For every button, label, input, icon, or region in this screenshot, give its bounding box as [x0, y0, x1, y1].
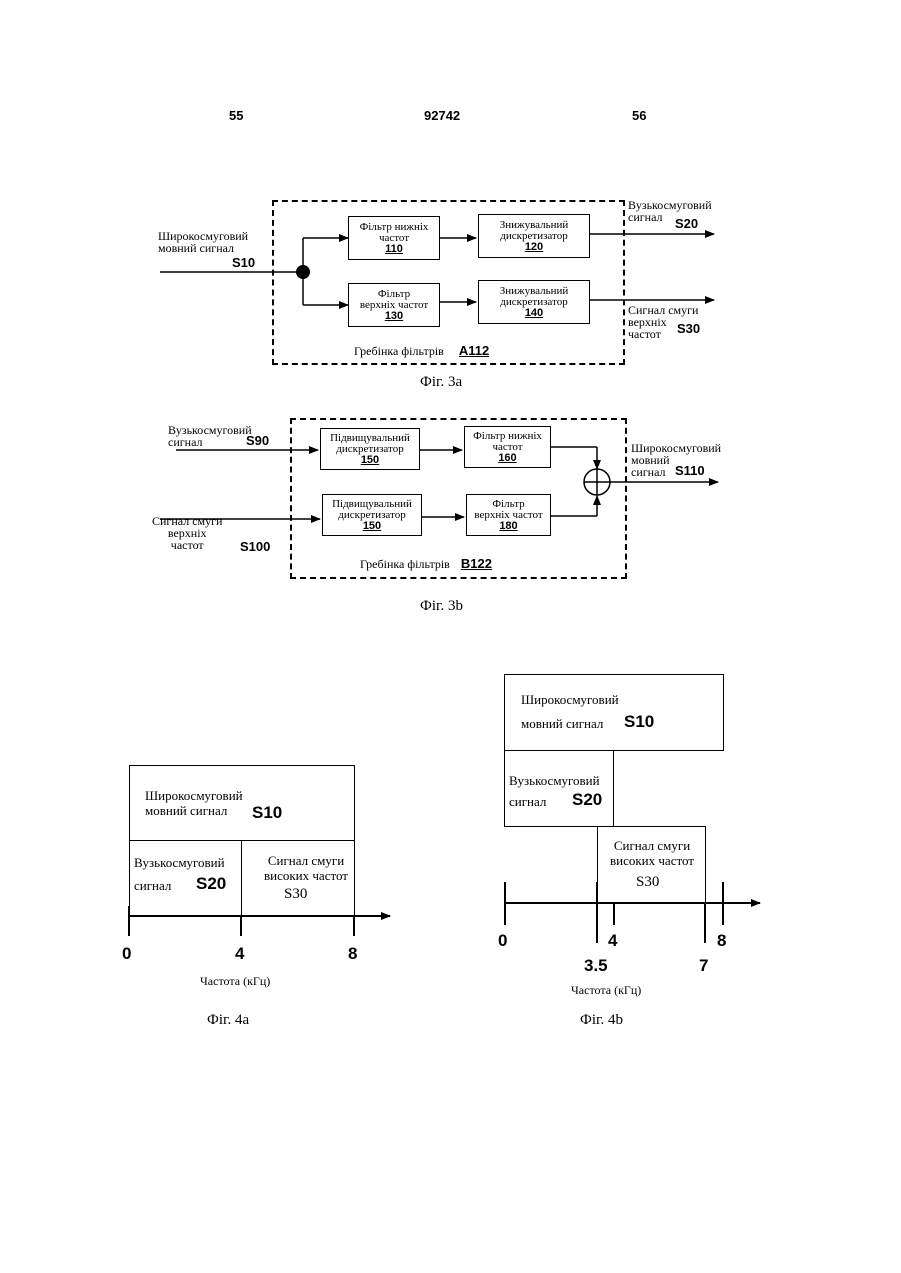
- fig4a-wideband-code: S10: [252, 803, 282, 823]
- fig4b-tick-0: 0: [498, 931, 507, 951]
- upsampler-150-top: Підвищувальнийдискретизатор150: [320, 428, 420, 470]
- fig4b-caption: Фіг. 4b: [580, 1012, 623, 1029]
- fig4a-highband-label: Сигнал смуги високих частот: [250, 853, 362, 883]
- fig3a-caption: Фіг. 3а: [420, 374, 462, 391]
- fig4b-tick-7: 7: [699, 956, 708, 976]
- fig4a-highband-code: S30: [284, 886, 307, 903]
- fig4a-narrowband-code: S20: [196, 874, 226, 894]
- highpass-filter-130: Фільтрверхніх частот130: [348, 283, 440, 327]
- fig4b-wideband-code: S10: [624, 712, 654, 732]
- fig4b-highband-label: Сигнал смуги високих частот: [602, 838, 702, 868]
- fig4a-wideband-label: Широкосмуговий мовний сигнал: [145, 788, 243, 818]
- fig4b-tick-8: 8: [717, 931, 726, 951]
- downsampler-140: Знижувальнийдискретизатор140: [478, 280, 590, 324]
- fig4b-tick-4: 4: [608, 931, 617, 951]
- fig3a-input-code: S10: [232, 255, 255, 270]
- fig4b-axis-label: Частота (кГц): [571, 983, 641, 998]
- fig4a-tick-4: 4: [235, 944, 244, 964]
- filter-bank-b-label: Гребінка фільтрів B122: [360, 556, 492, 572]
- fig3b-input-highband-code: S100: [240, 539, 270, 554]
- fig3a-output-narrowband-label: Вузькосмуговий сигнал: [628, 199, 712, 223]
- fig3a-output-narrowband-code: S20: [675, 216, 698, 231]
- fig4b-highband-code: S30: [636, 874, 659, 891]
- lowpass-filter-160: Фільтр нижніхчастот160: [464, 426, 551, 468]
- fig3b-input-narrowband-code: S90: [246, 433, 269, 448]
- lowpass-filter-110: Фільтр нижніхчастот110: [348, 216, 440, 260]
- fig4a-axis-label: Частота (кГц): [200, 974, 270, 989]
- fig4b-tick-3-5: 3.5: [584, 956, 608, 976]
- fig4b-narrowband-code: S20: [572, 790, 602, 810]
- fig3b-input-highband-label: Сигнал смуги верхніх частот: [152, 515, 222, 551]
- fig3a-input-label: Широкосмуговий мовний сигнал: [158, 230, 248, 254]
- fig4b-wideband-label: Широкосмуговий мовний сигнал: [521, 692, 619, 731]
- filter-bank-a-label: Гребінка фільтрів A112: [354, 343, 489, 359]
- fig3a-output-highband-code: S30: [677, 321, 700, 336]
- fig3b-input-narrowband-label: Вузькосмуговий сигнал: [168, 424, 252, 448]
- highpass-filter-180: Фільтрверхніх частот180: [466, 494, 551, 536]
- fig4a-tick-0: 0: [122, 944, 131, 964]
- downsampler-120: Знижувальнийдискретизатор120: [478, 214, 590, 258]
- fig4a-tick-8: 8: [348, 944, 357, 964]
- fig4a-caption: Фіг. 4а: [207, 1012, 249, 1029]
- upsampler-150-bottom: Підвищувальнийдискретизатор150: [322, 494, 422, 536]
- fig3b-caption: Фіг. 3b: [420, 598, 463, 615]
- fig3b-output-code: S110: [675, 463, 705, 478]
